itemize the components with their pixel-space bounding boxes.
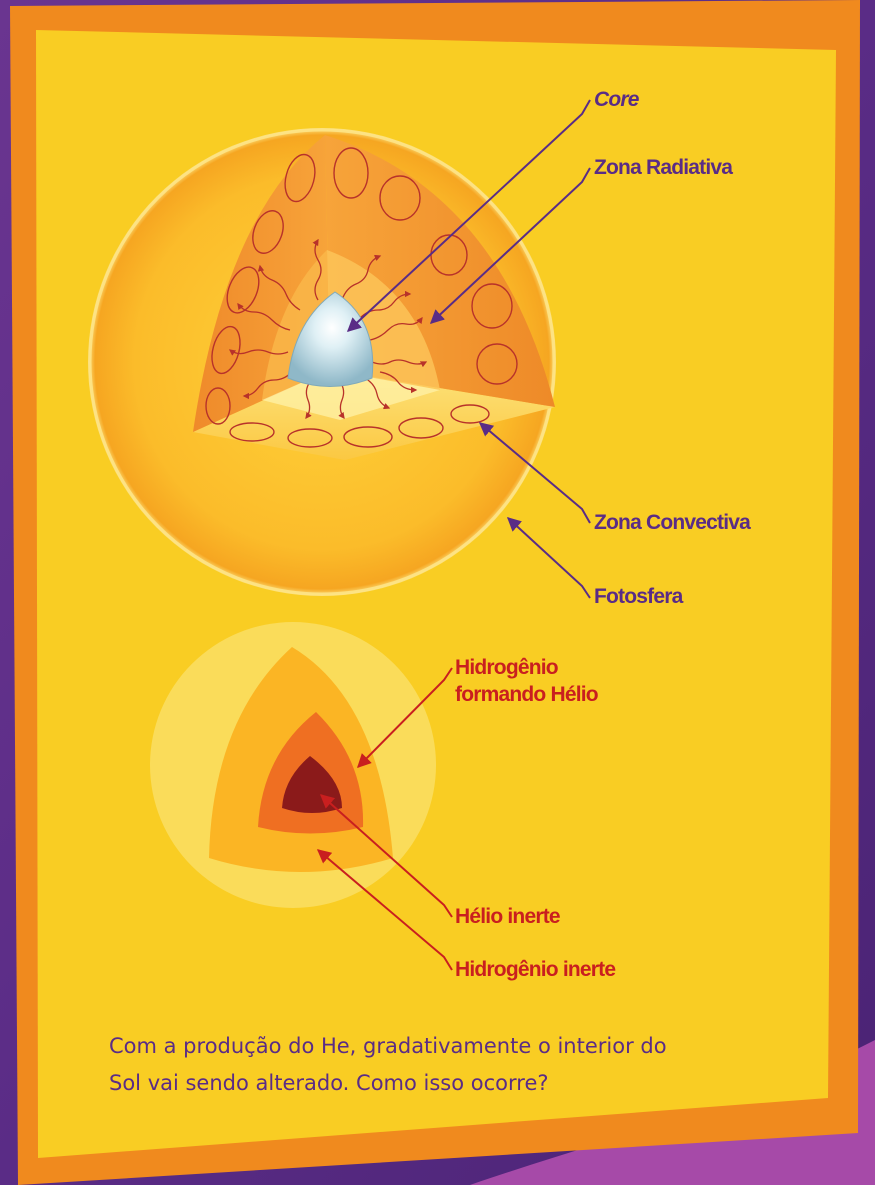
caption-line-2: Sol vai sendo alterado. Como isso ocorre…	[109, 1065, 789, 1102]
hydrogen-to-helium-label-line1: Hidrogênio	[455, 655, 558, 681]
inert-helium-label: Hélio inerte	[455, 904, 560, 930]
radiative-zone-label: Zona Radiativa	[594, 155, 732, 181]
convective-zone-label: Zona Convectiva	[594, 510, 750, 536]
hydrogen-to-helium-label-line2: formando Hélio	[455, 682, 598, 708]
caption-text: Com a produção do He, gradativamente o i…	[109, 1028, 789, 1102]
inert-hydrogen-label: Hidrogênio inerte	[455, 957, 615, 983]
caption-line-1: Com a produção do He, gradativamente o i…	[109, 1028, 789, 1065]
core-evolution-diagram	[150, 622, 436, 908]
core-label: Core	[594, 87, 639, 113]
photosphere-label: Fotosfera	[594, 584, 682, 610]
sun-cutaway	[88, 128, 556, 596]
